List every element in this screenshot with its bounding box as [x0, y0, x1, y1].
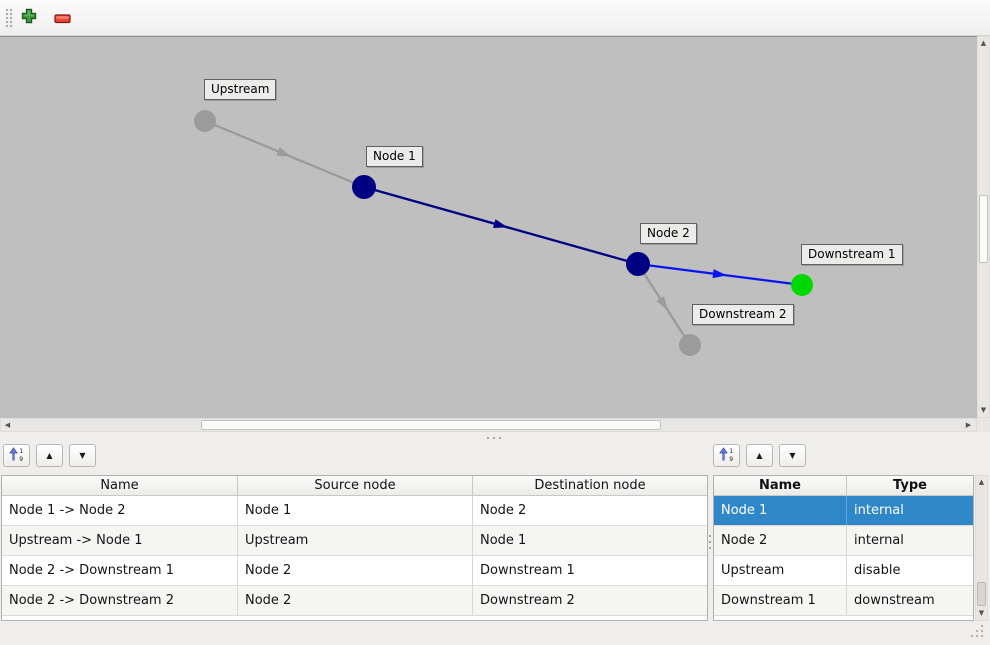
cell-name: Downstream 1: [714, 586, 847, 615]
table-row[interactable]: Node 2 internal: [714, 526, 973, 556]
graph-node[interactable]: [194, 110, 216, 132]
down-triangle-icon: ▼: [789, 451, 796, 460]
edges-move-up-button[interactable]: ▲: [36, 444, 63, 467]
scroll-left-icon[interactable]: ◀: [4, 420, 11, 429]
column-header-name[interactable]: Name: [2, 476, 238, 495]
down-triangle-icon: ▼: [79, 451, 86, 460]
window-resize-grip[interactable]: [968, 622, 986, 640]
cell-name: Node 2 -> Downstream 1: [2, 556, 238, 585]
cell-type: internal: [854, 503, 904, 518]
svg-text:9: 9: [19, 456, 23, 462]
graph-edge-arrow: [712, 269, 727, 279]
nodes-move-up-button[interactable]: ▲: [746, 444, 773, 467]
up-triangle-icon: ▲: [46, 451, 53, 460]
table-row[interactable]: Node 2 -> Downstream 1 Node 2 Downstream…: [2, 556, 707, 586]
scroll-right-icon[interactable]: ▶: [965, 420, 972, 429]
node-label[interactable]: Downstream 1: [801, 244, 903, 265]
cell-name: Upstream: [714, 556, 847, 585]
nodes-table-scroll-thumb[interactable]: [977, 582, 986, 606]
svg-text:1: 1: [729, 448, 733, 455]
svg-text:1: 1: [19, 448, 23, 455]
graph-edge-arrow: [493, 219, 508, 228]
node-label[interactable]: Node 1: [366, 146, 423, 167]
graph-node[interactable]: [626, 252, 650, 276]
remove-node-button[interactable]: [49, 5, 75, 31]
nodes-table-toolbar: 1 9 ▲ ▼: [713, 444, 813, 467]
canvas-vscroll-thumb[interactable]: [979, 195, 988, 263]
cell-name: Node 2: [714, 526, 847, 555]
graph-canvas-svg: [194, 110, 813, 356]
pane-splitter-vertical[interactable]: [708, 475, 713, 621]
column-header-destination-node[interactable]: Destination node: [534, 478, 646, 493]
cell-source: Node 1: [238, 496, 473, 525]
cell-destination: Downstream 1: [480, 563, 575, 578]
cell-type: disable: [854, 563, 901, 578]
node-label[interactable]: Node 2: [640, 223, 697, 244]
scroll-down-icon[interactable]: ▼: [980, 406, 987, 414]
column-header-type[interactable]: Type: [893, 478, 927, 493]
column-header-source-node[interactable]: Source node: [238, 476, 473, 495]
canvas-horizontal-scrollbar[interactable]: ◀ ▶: [0, 418, 977, 432]
table-row[interactable]: Upstream -> Node 1 Upstream Node 1: [2, 526, 707, 556]
scroll-up-icon[interactable]: ▲: [980, 39, 987, 47]
table-row[interactable]: Node 1 -> Node 2 Node 1 Node 2: [2, 496, 707, 526]
nodes-sort-button[interactable]: 1 9: [713, 444, 740, 467]
table-row[interactable]: Node 2 -> Downstream 2 Node 2 Downstream…: [2, 586, 707, 616]
nodes-table-scrollbar[interactable]: ▲ ▼: [975, 475, 988, 621]
sort-ascending-icon: 1 9: [9, 447, 24, 464]
node-label[interactable]: Downstream 2: [692, 304, 794, 325]
pane-splitter-horizontal[interactable]: [0, 432, 990, 444]
canvas-vertical-scrollbar[interactable]: ▲ ▼: [977, 36, 990, 418]
graph-node[interactable]: [791, 274, 813, 296]
nodes-move-down-button[interactable]: ▼: [779, 444, 806, 467]
plus-icon: [20, 7, 38, 29]
graph-edge-arrow: [656, 296, 668, 311]
minus-icon: [53, 9, 71, 28]
cell-name: Node 2 -> Downstream 2: [2, 586, 238, 615]
table-empty-area: [714, 616, 973, 620]
cell-type: internal: [854, 533, 904, 548]
add-node-button[interactable]: [16, 5, 42, 31]
canvas-hscroll-thumb[interactable]: [201, 420, 661, 430]
sort-ascending-icon: 1 9: [719, 447, 734, 464]
up-triangle-icon: ▲: [756, 451, 763, 460]
table-row[interactable]: Downstream 1 downstream: [714, 586, 973, 616]
scroll-down-icon[interactable]: ▼: [978, 609, 985, 617]
column-header-name[interactable]: Name: [714, 476, 847, 495]
svg-text:9: 9: [729, 456, 733, 462]
graph-node[interactable]: [679, 334, 701, 356]
scroll-up-icon[interactable]: ▲: [978, 478, 985, 486]
cell-source: Node 2: [238, 586, 473, 615]
edges-table-header: Name Source node Destination node: [2, 476, 707, 496]
main-toolbar: [0, 0, 990, 36]
node-label[interactable]: Upstream: [204, 79, 277, 100]
nodes-table-header: Name Type: [714, 476, 973, 496]
cell-destination: Node 1: [480, 533, 527, 548]
cell-destination: Node 2: [480, 503, 527, 518]
cell-destination: Downstream 2: [480, 593, 575, 608]
scrollbar-corner: [977, 418, 990, 432]
cell-type: downstream: [854, 593, 935, 608]
toolbar-grip-handle[interactable]: [5, 8, 14, 29]
cell-name: Upstream -> Node 1: [2, 526, 238, 555]
nodes-table: Name Type Node 1 internal Node 2 interna…: [713, 475, 974, 621]
table-row[interactable]: Upstream disable: [714, 556, 973, 586]
table-empty-area: [2, 616, 707, 620]
cell-source: Node 2: [238, 556, 473, 585]
cell-name: Node 1: [714, 496, 847, 525]
cell-name: Node 1 -> Node 2: [2, 496, 238, 525]
cell-source: Upstream: [238, 526, 473, 555]
edges-table-toolbar: 1 9 ▲ ▼: [3, 444, 103, 467]
graph-edge-arrow: [276, 147, 291, 157]
edges-move-down-button[interactable]: ▼: [69, 444, 96, 467]
table-row[interactable]: Node 1 internal: [714, 496, 973, 526]
edges-table: Name Source node Destination node Node 1…: [1, 475, 708, 621]
edges-sort-button[interactable]: 1 9: [3, 444, 30, 467]
graph-node[interactable]: [352, 175, 376, 199]
